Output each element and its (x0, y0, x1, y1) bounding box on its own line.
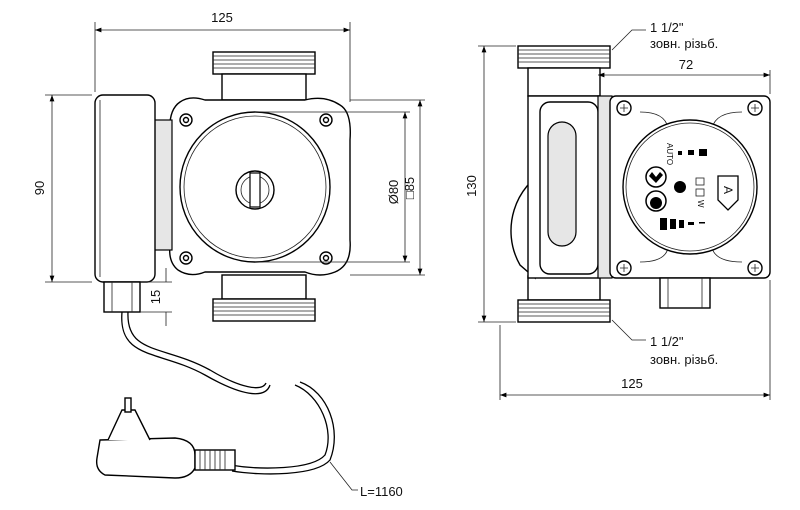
control-panel-dial (622, 119, 758, 255)
width-label-right: 125 (621, 376, 643, 391)
bottom-connector (517, 275, 611, 323)
center-cap (235, 170, 275, 210)
left-view: 125 90 15 Ø80 □85 L=1160 (32, 10, 425, 499)
cable-gland (103, 281, 141, 313)
dim-box-width: 72 (598, 57, 771, 94)
square-label: □85 (402, 177, 417, 199)
watt-label: W (696, 200, 705, 208)
bottom-thread-note: 1 1/2" зовн. різьб. (611, 319, 718, 367)
top-connector (517, 45, 611, 97)
height-label-right: 130 (464, 175, 479, 197)
dim-width: 125 (94, 10, 351, 102)
housing-screws (179, 113, 333, 265)
box-width-label: 72 (679, 57, 693, 72)
dim-height-right: 130 (464, 45, 516, 323)
right-view: AUTO W A 130 (464, 20, 771, 400)
diameter-label: Ø80 (386, 180, 401, 205)
heating-mode-button[interactable] (645, 166, 667, 188)
bottom-thread-size: 1 1/2" (650, 334, 684, 349)
speed-indicator-bottom (660, 218, 705, 230)
side-handle (547, 121, 577, 247)
auto-label: AUTO (665, 143, 674, 165)
dim-diameter: Ø80 (255, 111, 410, 263)
control-box-screws (616, 100, 763, 276)
width-label: 125 (211, 10, 233, 25)
night-mode-button[interactable] (645, 190, 667, 212)
dim-width-right: 125 (499, 280, 771, 400)
cable-length: L=1160 (329, 461, 403, 499)
top-thread-size: 1 1/2" (650, 20, 684, 35)
height-label: 90 (32, 181, 47, 195)
sun-icon (674, 181, 686, 193)
dim-square: □85 (350, 99, 425, 276)
dim-connector: 15 (140, 268, 172, 326)
watt-display: W (695, 177, 705, 208)
mode-button[interactable]: A (717, 175, 739, 211)
bottom-flange (212, 274, 316, 322)
cable-entry (659, 277, 711, 309)
speed-indicator-top (678, 149, 707, 156)
power-plug (95, 397, 236, 479)
connector-label: 15 (148, 290, 163, 304)
cable-length-label: L=1160 (360, 484, 403, 499)
dim-height: 90 (32, 94, 92, 283)
top-thread-note: 1 1/2" зовн. різьб. (611, 20, 718, 51)
mode-label: A (721, 186, 735, 194)
terminal-box (94, 94, 156, 283)
top-thread-type: зовн. різьб. (650, 36, 718, 51)
bottom-thread-type: зовн. різьб. (650, 352, 718, 367)
top-flange (212, 51, 316, 101)
power-cable (121, 311, 271, 395)
